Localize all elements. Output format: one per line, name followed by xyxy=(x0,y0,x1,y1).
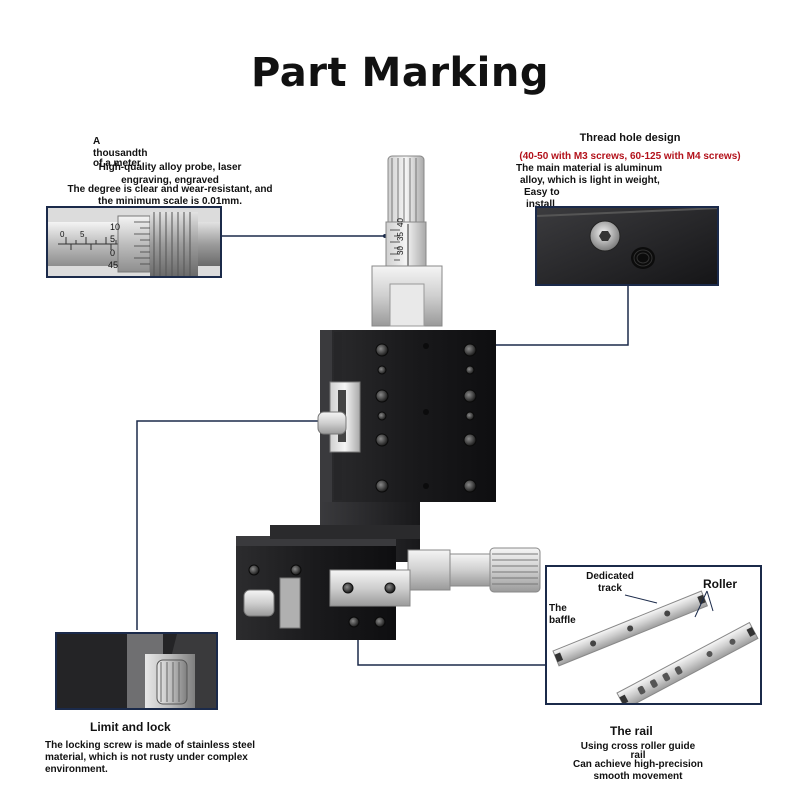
micrometer-line7: the minimum scale is 0.01mm. xyxy=(98,196,242,207)
lock-line3: environment. xyxy=(45,764,108,775)
thread-line1: The main material is aluminum xyxy=(516,163,663,174)
micrometer-line5: engraving, engraved xyxy=(121,175,219,186)
lock-line1: The locking screw is made of stainless s… xyxy=(45,740,256,751)
micrometer-line3: of a meter xyxy=(93,158,141,169)
product-scale-40: 40 xyxy=(395,218,405,227)
lock-heading: Limit and lock xyxy=(90,718,171,736)
thread-line3: Easy to xyxy=(524,187,560,198)
leader-lock xyxy=(136,420,326,630)
rail-line1: Using cross roller guide xyxy=(580,741,696,752)
lock-heading-text: Limit and lock xyxy=(90,720,171,734)
rail-line4: smooth movement xyxy=(593,771,683,782)
thread-red-note: (40-50 with M3 screws, 60-125 with M4 sc… xyxy=(519,151,741,162)
rail-heading-text: The rail xyxy=(610,724,653,738)
page-title: Part Marking xyxy=(251,50,549,96)
scale-mark-5: 5 xyxy=(110,234,116,244)
sleeve-mark-5: 5 xyxy=(80,230,85,239)
micrometer-callout-text: A thousandth of a meter High-quality all… xyxy=(60,136,280,208)
rail-label-roller: Roller xyxy=(703,577,738,591)
micrometer-line1: A xyxy=(93,136,101,147)
rail-description: Using cross roller guide rail Can achiev… xyxy=(548,741,728,783)
lock-line2: material, which is not rusty under compl… xyxy=(45,752,248,763)
rail-heading: The rail xyxy=(610,722,653,740)
product-scale-35: 35 xyxy=(395,232,405,241)
rail-line3: Can achieve high-precision xyxy=(572,759,704,770)
scale-mark-45: 45 xyxy=(108,260,119,270)
thread-line4: install xyxy=(526,199,555,210)
lock-closeup-image xyxy=(57,634,216,708)
lock-description: The locking screw is made of stainless s… xyxy=(45,740,295,776)
product-scale-30: 30 xyxy=(395,246,405,255)
lock-inset xyxy=(55,632,218,710)
thread-line2: alloy, which is light in weight, xyxy=(520,175,660,186)
rail-label-baffle: The baffle xyxy=(549,603,576,626)
micrometer-closeup-image xyxy=(48,212,220,276)
thread-heading: Thread hole design xyxy=(579,132,681,144)
rail-label-dedicated-track: Dedicated track xyxy=(586,571,634,594)
rail-line2: rail xyxy=(630,750,646,761)
sleeve-mark-0: 0 xyxy=(60,230,65,239)
leader-thread xyxy=(486,286,629,346)
xz-stage-product-image xyxy=(236,155,541,640)
micrometer-line4: High-quality alloy probe, laser xyxy=(98,162,242,173)
thread-inset xyxy=(535,206,719,286)
micrometer-line2: thousandth xyxy=(93,148,148,159)
scale-mark-0: 0 xyxy=(110,248,116,258)
thread-callout-text: Thread hole design (40-50 with M3 screws… xyxy=(480,132,780,211)
micrometer-inset: 10 5 0 45 0 5 xyxy=(46,206,222,278)
micrometer-line6: The degree is clear and wear-resistant, … xyxy=(67,184,273,195)
scale-mark-10: 10 xyxy=(110,222,121,232)
rail-closeup-image xyxy=(552,590,759,703)
thread-closeup-image xyxy=(537,208,717,284)
rail-inset: Dedicated track Roller The baffle xyxy=(545,565,762,705)
